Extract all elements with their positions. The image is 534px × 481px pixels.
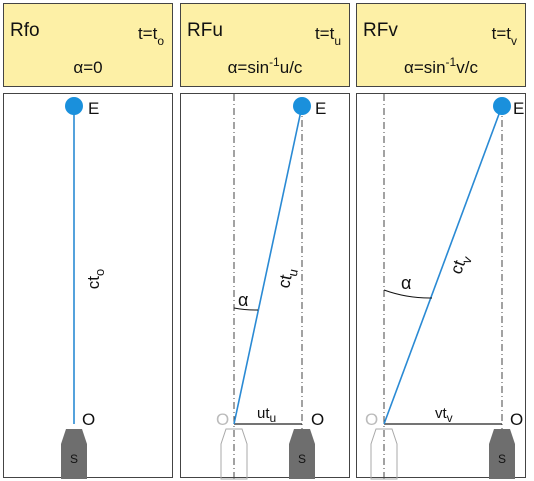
light-path-line <box>383 105 503 425</box>
hyp-subscript: o <box>92 269 107 276</box>
angle-prefix: α=sin <box>227 58 270 77</box>
panel-header: Rfo t=to α=0 <box>3 3 173 87</box>
ship-label: S <box>498 452 506 466</box>
angle-suffix: u/c <box>279 58 303 77</box>
frame-time: t=tu <box>314 24 341 48</box>
origin-label: O <box>82 410 95 429</box>
panel-rfu: RFu t=tu α=sin-1u/c α ctu E utu O O S <box>180 3 352 480</box>
diagram-box: α ctu E utu O O S <box>180 93 350 480</box>
hyp-subscript: v <box>459 254 475 266</box>
panel-rfv: RFv t=tv α=sin-1v/c α ctv E vtv O O S <box>356 3 528 480</box>
base-label: vtv <box>435 405 453 425</box>
hyp-label: ctu <box>274 266 301 291</box>
time-label: t=t <box>137 24 158 43</box>
angle-prefix: α=sin <box>404 58 446 77</box>
hyp-label: cto <box>84 269 107 289</box>
hyp-text: ct <box>84 276 103 290</box>
event-dot <box>493 97 511 115</box>
ship-shape <box>489 429 515 479</box>
light-path-line <box>233 105 303 425</box>
angle-suffix: v/c <box>456 58 478 77</box>
base-text: ut <box>257 405 270 422</box>
frame-name: RFu <box>187 20 223 41</box>
time-subscript: v <box>511 34 517 48</box>
ship-shape <box>289 429 315 479</box>
angle-arc <box>383 289 433 299</box>
hyp-text: ct <box>447 257 469 276</box>
angle-arc <box>233 307 259 311</box>
alpha-label: α <box>238 290 248 310</box>
diagram-svg: α ctv E vtv O O S <box>365 94 524 480</box>
time-subscript: o <box>157 34 164 48</box>
ghost-origin-label: O <box>216 410 229 429</box>
hyp-label-group: cto <box>84 269 107 289</box>
panel-header: RFu t=tu α=sin-1u/c <box>180 3 350 87</box>
angle-formula: α=sin-1u/c <box>181 55 349 78</box>
alpha-label: α <box>401 273 411 293</box>
base-label: utu <box>257 405 276 425</box>
origin-label: O <box>311 410 324 429</box>
hyp-label-group: ctv <box>447 251 476 278</box>
angle-formula: α=sin-1v/c <box>357 55 525 78</box>
ghost-ship-shape <box>220 428 248 480</box>
base-text: vt <box>435 405 448 422</box>
time-label: t=t <box>314 24 335 43</box>
ship-shape <box>61 429 87 479</box>
angle-formula: α=0 <box>4 58 172 78</box>
ship-label: S <box>298 452 306 466</box>
hyp-subscript: u <box>285 268 301 278</box>
event-dot <box>65 97 83 115</box>
angle-superscript: -1 <box>269 55 280 69</box>
hyp-label: ctv <box>447 251 476 278</box>
base-subscript: v <box>447 411 453 425</box>
diagram-box: E O cto S <box>3 93 173 479</box>
hyp-label-group: ctu <box>274 266 301 291</box>
event-label: E <box>88 99 99 118</box>
time-label: t=t <box>491 24 511 43</box>
frame-name: Rfo <box>10 20 40 41</box>
time-subscript: u <box>334 34 341 48</box>
hyp-text: ct <box>274 273 295 290</box>
ghost-origin-label: O <box>365 410 378 429</box>
panel-header: RFv t=tv α=sin-1v/c <box>356 3 526 87</box>
diagram-svg: α ctu E utu O O S <box>216 94 326 480</box>
event-label: E <box>315 99 326 118</box>
diagram-svg: E O cto S <box>61 97 107 479</box>
event-dot <box>293 97 311 115</box>
ship-label: S <box>70 452 78 466</box>
angle-superscript: -1 <box>445 55 457 69</box>
ghost-ship-shape <box>370 428 398 480</box>
diagram-box: α ctv E vtv O O S <box>356 93 526 480</box>
event-label: E <box>513 99 524 118</box>
panel-rfo: Rfo t=to α=0 E O cto S <box>3 3 175 479</box>
frame-time: t=tv <box>491 24 517 48</box>
origin-label: O <box>510 410 523 429</box>
frame-time: t=to <box>137 24 164 48</box>
base-subscript: u <box>270 411 277 425</box>
frame-name: RFv <box>363 20 398 41</box>
angle-prefix: α=0 <box>73 58 103 77</box>
